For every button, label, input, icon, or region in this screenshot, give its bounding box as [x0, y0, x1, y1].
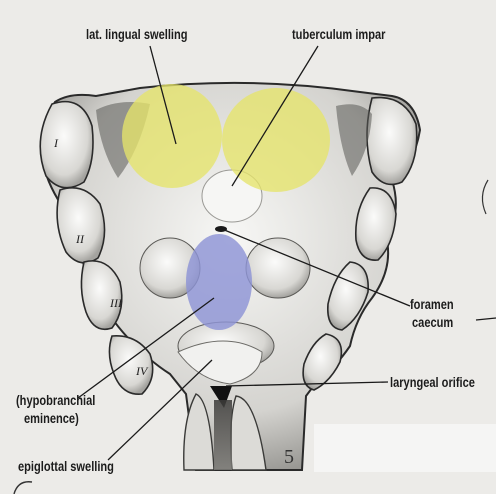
arch-label-ii: II	[76, 232, 84, 247]
right-edge-arc	[482, 180, 488, 214]
label-caecum: caecum	[412, 314, 453, 331]
arch-lobe-i	[40, 102, 93, 188]
label-hypobranchial: (hypobranchial	[16, 392, 95, 409]
arch-label-iii: III	[110, 296, 122, 311]
blank-patch	[314, 424, 496, 472]
arch-label-i: I	[54, 136, 58, 151]
label-eminence: eminence)	[24, 410, 79, 427]
label-tuberculum-impar: tuberculum impar	[292, 26, 386, 43]
corner-numeral: 5	[284, 446, 294, 469]
label-lat-lingual-swelling: lat. lingual swelling	[86, 26, 188, 43]
foramen-caecum-pit	[215, 226, 227, 232]
hypobranchial-eminence-highlight	[186, 234, 252, 330]
corner-circle-mark	[14, 482, 32, 494]
label-laryngeal-orifice: laryngeal orifice	[390, 374, 475, 391]
copula-swelling-right	[246, 238, 310, 298]
arch-lobe-right-i	[367, 98, 417, 185]
leader-right-edge	[476, 318, 496, 320]
laryngeal-tube-inner-dark	[214, 400, 232, 470]
arch-label-iv: IV	[136, 364, 147, 379]
lateral-lingual-swelling-left	[122, 84, 222, 188]
label-epiglottal-swelling: epiglottal swelling	[18, 458, 114, 475]
label-foramen: foramen	[410, 296, 454, 313]
